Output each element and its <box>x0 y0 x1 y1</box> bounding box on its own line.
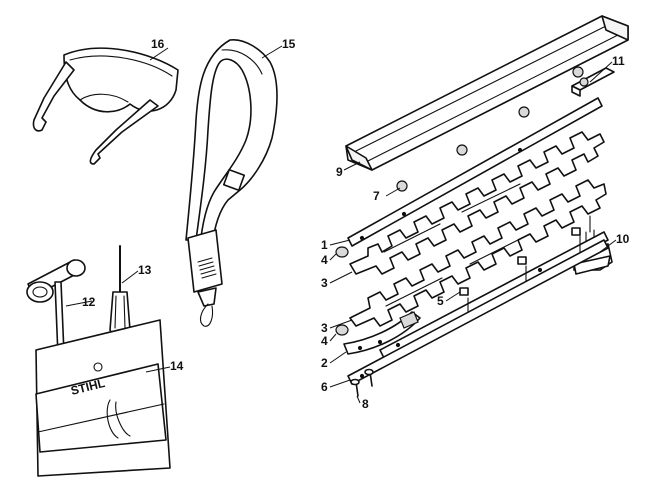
callout-leaders <box>65 45 617 404</box>
strap-label-stripes <box>197 257 217 279</box>
callout-6: 6 <box>321 380 328 394</box>
callout-3-lower: 3 <box>321 321 328 335</box>
slide-plate <box>379 215 609 359</box>
callout-numbers: 16 15 12 13 14 11 9 7 1 4 3 10 5 3 4 2 6… <box>82 37 630 411</box>
callout-13: 13 <box>138 263 152 277</box>
callout-9: 9 <box>336 165 343 179</box>
stop-plate <box>343 311 421 355</box>
cutter-blade-upper <box>349 131 605 275</box>
callout-8: 8 <box>362 397 369 411</box>
screws <box>350 368 374 397</box>
callout-15: 15 <box>282 37 296 51</box>
callout-1: 1 <box>321 238 328 252</box>
blade-scabbard <box>345 15 629 171</box>
callout-2: 2 <box>321 356 328 370</box>
callout-7: 7 <box>373 189 380 203</box>
callout-11: 11 <box>612 54 625 68</box>
combination-wrench <box>26 259 86 363</box>
safety-glasses <box>32 47 179 165</box>
callout-14: 14 <box>170 359 184 373</box>
callout-16: 16 <box>151 37 165 51</box>
callout-3-upper: 3 <box>321 276 328 290</box>
callout-4-lower: 4 <box>321 334 328 348</box>
harness-strap <box>185 39 278 327</box>
cutter-blade-lower <box>349 179 607 327</box>
screwdriver <box>109 245 131 336</box>
callout-5: 5 <box>437 294 444 308</box>
callout-10: 10 <box>616 232 630 246</box>
cover-plate <box>347 97 603 247</box>
washers <box>335 246 349 336</box>
callout-12: 12 <box>82 295 96 309</box>
tool-pouch: STIHL <box>35 319 171 477</box>
callout-4-upper: 4 <box>321 253 328 267</box>
